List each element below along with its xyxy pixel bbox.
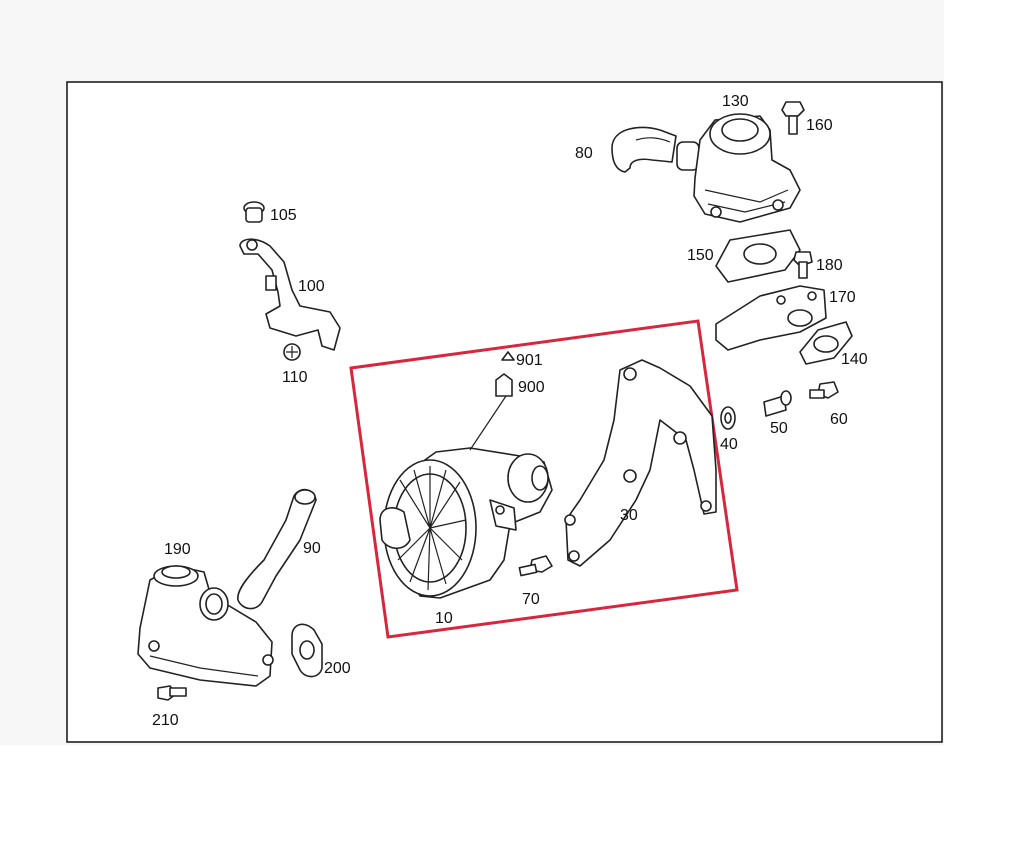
label-140: 140 [841,351,868,368]
label-200: 200 [324,660,351,677]
bolt-210[interactable] [157,685,187,701]
label-170: 170 [829,289,856,306]
gasket-140[interactable] [799,321,853,365]
bolt-160[interactable] [781,101,805,135]
label-90: 90 [303,540,321,557]
label-130: 130 [722,93,749,110]
label-105: 105 [270,207,297,224]
label-180: 180 [816,257,843,274]
label-110: 110 [282,369,308,386]
label-100: 100 [298,278,325,295]
label-900: 900 [518,379,545,396]
bolt-110[interactable] [283,343,301,361]
plug-105[interactable] [243,201,265,223]
hose-90[interactable] [237,488,317,610]
screw-60[interactable] [809,381,839,399]
label-40: 40 [720,436,738,453]
label-70: 70 [522,591,540,608]
label-210: 210 [152,712,179,729]
label-150: 150 [687,247,714,264]
bolt-180[interactable] [793,251,813,279]
gasket-150[interactable] [715,229,801,283]
flange-170[interactable] [715,285,827,351]
gasket-200[interactable] [291,623,323,678]
air-pump-10[interactable] [379,389,553,599]
label-190: 190 [164,541,191,558]
label-50: 50 [770,420,788,437]
sleeve-50[interactable] [763,390,792,417]
bracket-30[interactable] [564,359,717,567]
bracket-100[interactable] [239,238,341,351]
label-901: 901 [516,352,543,369]
valve-assembly-130[interactable] [611,113,801,223]
highlight-box [349,319,739,639]
label-10: 10 [435,610,453,627]
label-80: 80 [575,145,593,162]
bolt-70[interactable] [518,555,553,577]
label-60: 60 [830,411,848,428]
connector-901[interactable] [501,351,515,361]
label-160: 160 [806,117,833,134]
connector-900[interactable] [495,373,513,397]
valve-190[interactable] [137,565,274,687]
label-30: 30 [620,507,638,524]
seal-40[interactable] [720,406,736,430]
